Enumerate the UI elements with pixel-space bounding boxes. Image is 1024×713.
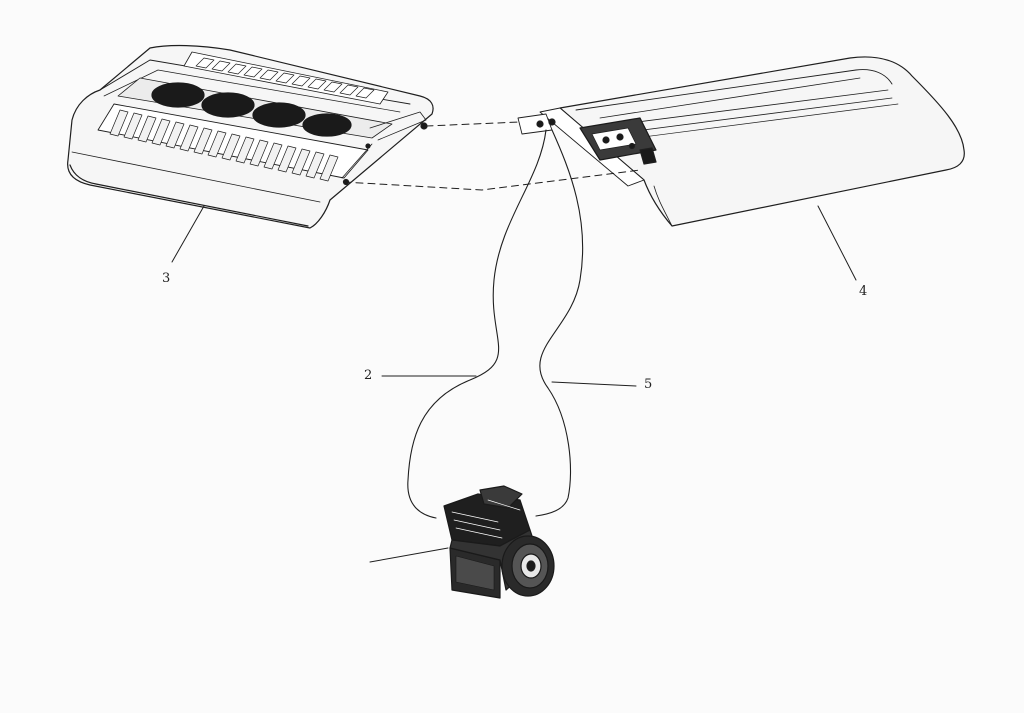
leader-5 (551, 381, 637, 387)
callout-3: 3 (162, 271, 171, 286)
refrigerant-hoses (407, 129, 584, 519)
compressor (443, 485, 555, 599)
condenser-unit (67, 44, 434, 229)
leader-4 (817, 205, 857, 281)
condenser-fans (151, 82, 352, 137)
evaporator-components (579, 117, 657, 165)
callout-2: 2 (364, 368, 373, 383)
hose-5 (535, 129, 584, 517)
leader-3 (171, 205, 205, 263)
hose-2 (407, 129, 547, 519)
leader-lines (171, 205, 857, 563)
callout-5: 5 (644, 377, 653, 392)
leader-compressor (369, 547, 449, 563)
connection-lines (343, 121, 641, 191)
evaporator-unit (517, 56, 965, 227)
callout-4: 4 (859, 284, 868, 299)
